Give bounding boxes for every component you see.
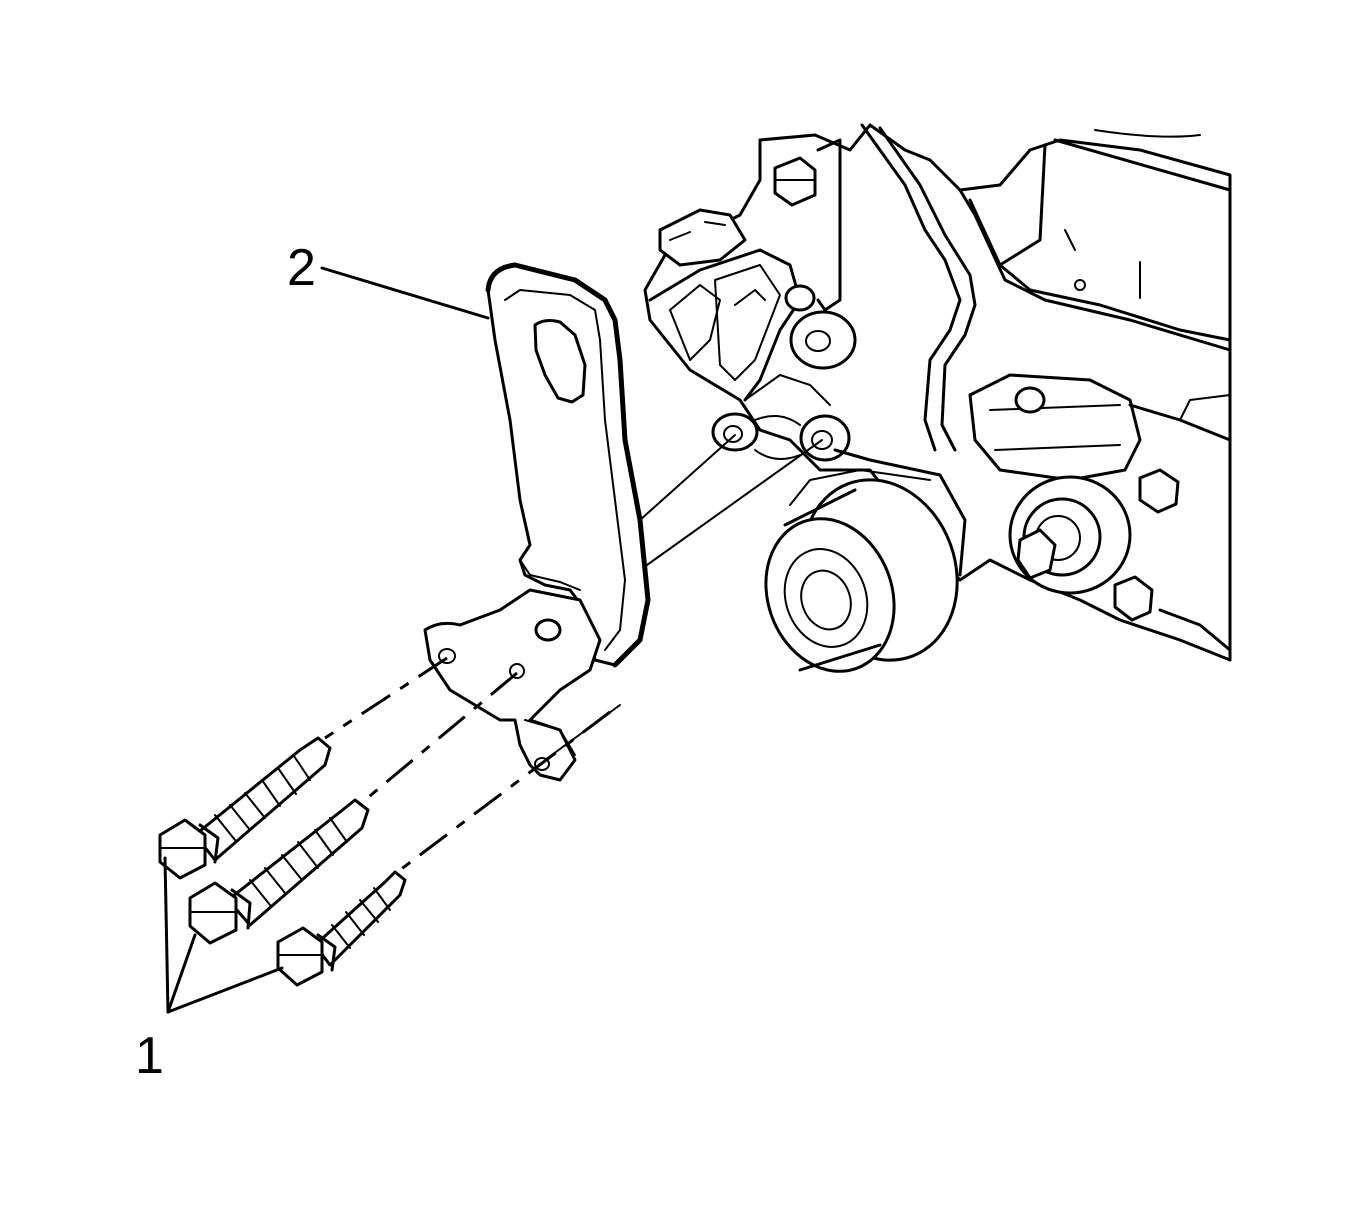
bolt-3 xyxy=(276,870,407,987)
bolt-2 xyxy=(188,798,370,945)
idler-pulley xyxy=(764,478,959,673)
engine-assembly xyxy=(643,123,1232,673)
bracket xyxy=(423,262,651,782)
callout-leaders xyxy=(163,266,490,1014)
alignment-lines xyxy=(639,434,823,571)
callout-label-bracket: 2 xyxy=(287,239,316,297)
bolt-center-lines xyxy=(324,656,621,872)
callout-label-bolts: 1 xyxy=(135,1027,164,1085)
bolt-1 xyxy=(158,736,332,880)
